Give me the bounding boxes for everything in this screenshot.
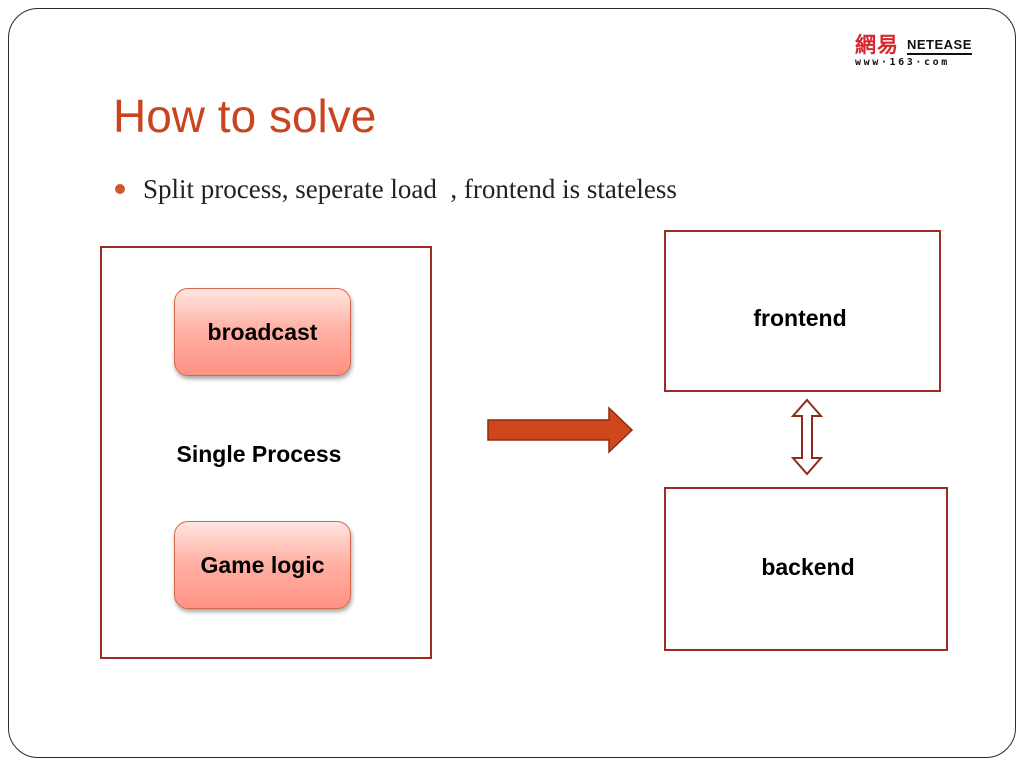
frontend-box	[664, 230, 941, 392]
bullet-dot-icon	[115, 184, 125, 194]
slide-title: How to solve	[113, 90, 377, 142]
arrow-right-icon	[487, 406, 634, 454]
single-process-label: Single Process	[176, 441, 342, 467]
logo-chinese-text: 網易	[855, 33, 899, 57]
bullet-text: Split process, seperate load , frontend …	[143, 174, 677, 204]
bullet-item: Split process, seperate load , frontend …	[115, 171, 677, 207]
logo-english-text: NetEase	[907, 38, 972, 55]
arrow-updown-shape	[790, 398, 824, 476]
arrow-updown-icon	[790, 398, 824, 476]
netease-logo: 網易 NetEase www·163·com	[855, 33, 977, 73]
frontend-label: frontend	[753, 305, 847, 331]
game-logic-component: Game logic	[174, 521, 351, 609]
game-logic-label: Game logic	[200, 551, 325, 578]
broadcast-component: broadcast	[174, 288, 351, 376]
broadcast-label: broadcast	[207, 318, 318, 345]
backend-box	[664, 487, 948, 651]
logo-url-text: www·163·com	[855, 57, 950, 68]
arrow-right-shape	[487, 406, 634, 454]
backend-label: backend	[761, 554, 855, 580]
